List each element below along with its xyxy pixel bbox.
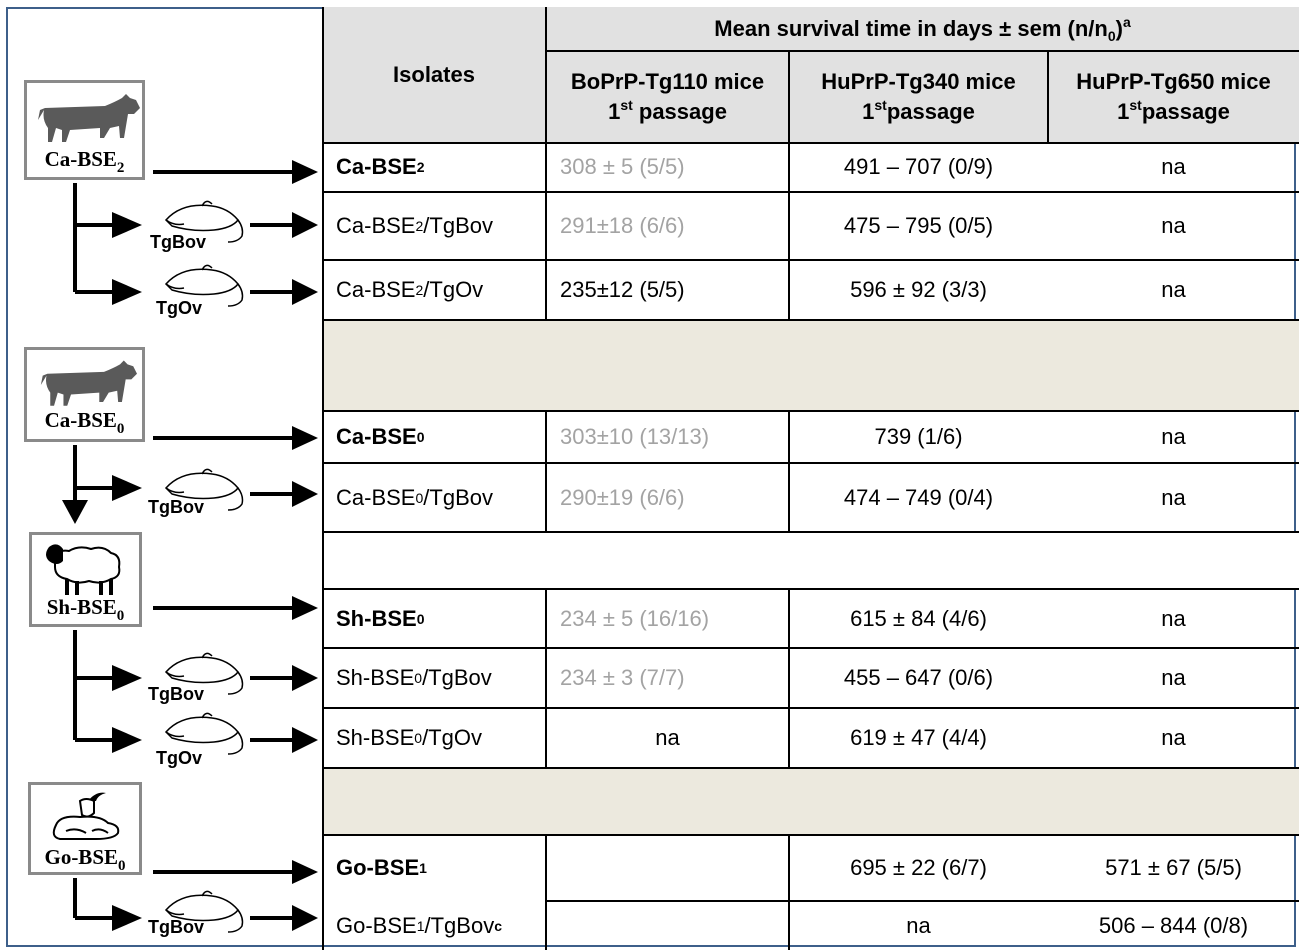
animal-label: Go-BSE0: [44, 845, 126, 874]
spacer-band: [322, 768, 1299, 835]
mouse-icons: [164, 200, 244, 933]
table-border: [788, 589, 790, 768]
table-border: [322, 767, 1299, 769]
table-border: [545, 835, 547, 950]
col-header-bo-tg110: BoPrP-Tg110 mice 1st passage: [546, 51, 789, 143]
table-border: [545, 411, 547, 532]
tg110-value: 308 ± 5 (5/5): [560, 154, 685, 179]
tg650-value: na: [1161, 725, 1186, 750]
tg650-value: na: [1161, 154, 1186, 179]
table-border: [322, 410, 1299, 412]
tg650-value: na: [1161, 277, 1186, 302]
mouse-label: TgBov: [150, 232, 206, 252]
survival-span-header: Mean survival time in days ± sem (n/n0)a: [546, 7, 1299, 51]
table-border: [322, 191, 1299, 193]
tg340-value: 474 – 749 (0/4): [843, 484, 994, 510]
table-border: [545, 589, 547, 768]
sheep-icon: [46, 544, 121, 595]
mouse-label: TgBov: [148, 497, 204, 517]
tg110-value: 234 ± 5 (16/16): [560, 605, 710, 631]
cow-icon: [40, 360, 138, 406]
col-header-hu-tg340: HuPrP-Tg340 mice 1stpassage: [789, 51, 1048, 143]
mouse-label: TgBov: [148, 917, 204, 937]
isolates-header: Isolates: [322, 7, 546, 143]
table-border: [322, 142, 1299, 144]
tg110-value: [546, 836, 789, 900]
tg340-value: na: [906, 913, 931, 938]
spacer-band: [322, 320, 1299, 411]
animal-label: Sh-BSE0: [46, 595, 125, 624]
animal-label: Ca-BSE0: [44, 408, 125, 437]
tg110-value: [546, 902, 789, 950]
animal-label: Ca-BSE2: [44, 147, 125, 176]
table-border: [322, 834, 1299, 836]
tg340-value: 475 – 795 (0/5): [843, 213, 994, 238]
tg340-value: 739 (1/6): [874, 424, 963, 449]
tg650-value: na: [1161, 213, 1186, 238]
mouse-label: TgOv: [156, 748, 203, 768]
table-border: [322, 259, 1299, 261]
tg650-value: na: [1161, 484, 1186, 510]
table-border: [788, 835, 790, 950]
arrow-lines: [62, 160, 318, 933]
table-border: [322, 7, 324, 950]
tg340-value: 596 ± 92 (3/3): [850, 277, 987, 302]
col-header-hu-tg650: HuPrP-Tg650 mice 1stpassage: [1048, 51, 1299, 143]
tg650-value: na: [1161, 424, 1186, 449]
animal-box-cattle-0: Ca-BSE0: [24, 347, 145, 442]
spacer-band: [322, 532, 1299, 589]
animal-box-cattle-2: Ca-BSE2: [24, 80, 145, 180]
animal-box-sheep: Sh-BSE0: [29, 532, 142, 627]
goat-icon: [52, 792, 120, 840]
tg110-value: 235±12 (5/5): [560, 277, 685, 302]
tg340-value: 695 ± 22 (6/7): [850, 855, 987, 880]
tg650-value: 571 ± 67 (5/5): [1105, 855, 1242, 880]
table-border: [545, 7, 547, 320]
table-border: [322, 531, 1299, 533]
survival-table: Isolates Mean survival time in days ± se…: [322, 7, 1299, 950]
animal-box-goat: Go-BSE0: [28, 782, 142, 875]
tg340-value: 455 – 647 (0/6): [843, 665, 994, 690]
tg340-value: 619 ± 47 (4/4): [850, 725, 987, 750]
tg110-value: 290±19 (6/6): [560, 484, 685, 510]
table-border: [546, 50, 1299, 52]
table-border: [788, 411, 790, 532]
tg650-value: na: [1161, 605, 1186, 631]
table-border: [788, 51, 790, 320]
table-border: [322, 462, 1299, 464]
tg340-value: 615 ± 84 (4/6): [850, 605, 987, 631]
tg110-value: 234 ± 3 (7/7): [560, 665, 685, 690]
mouse-label: TgOv: [156, 298, 203, 318]
table-border: [322, 707, 1299, 709]
tg110-value: na: [655, 725, 680, 750]
tg110-value: 291±18 (6/6): [560, 213, 685, 238]
table-border: [322, 319, 1299, 321]
tg340-value: 491 – 707 (0/9): [843, 154, 994, 179]
table-border: [546, 900, 1299, 902]
table-border: [322, 588, 1299, 590]
table-border: [1047, 51, 1049, 143]
cow-icon: [38, 94, 140, 142]
tg650-value: 506 – 844 (0/8): [1098, 913, 1249, 938]
mouse-label: TgBov: [148, 684, 204, 704]
table-border: [322, 647, 1299, 649]
tg110-value: 303±10 (13/13): [560, 424, 710, 449]
tg650-value: na: [1161, 665, 1186, 690]
